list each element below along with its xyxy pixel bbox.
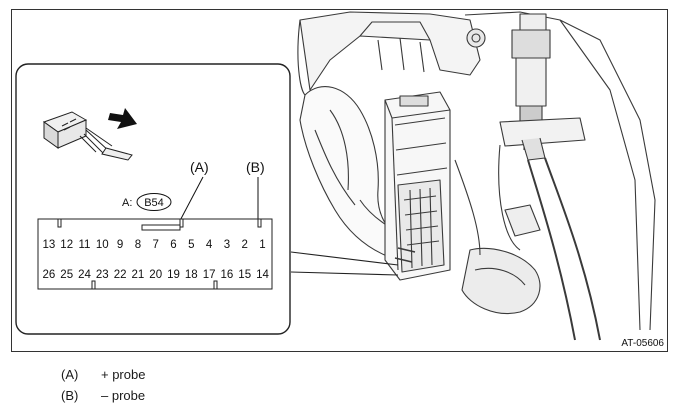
top-pin-label: 10 bbox=[96, 239, 109, 251]
top-pin-label: 13 bbox=[43, 239, 56, 251]
zoom-leader-lines bbox=[290, 251, 399, 276]
connector-code: B54 bbox=[144, 197, 164, 209]
vehicle-illustration bbox=[297, 11, 656, 341]
legend-key-a: (A) bbox=[61, 367, 79, 382]
figure-frame bbox=[11, 9, 668, 352]
top-pin-label: 12 bbox=[60, 239, 73, 251]
bottom-pin-label: 21 bbox=[132, 269, 145, 281]
connector-code-oval bbox=[136, 193, 172, 211]
bottom-pin-label: 25 bbox=[60, 269, 73, 281]
connector-face bbox=[37, 218, 273, 290]
bottom-pin-label: 24 bbox=[78, 269, 91, 281]
legend-key-b: (B) bbox=[61, 388, 79, 403]
insert-arrow-icon bbox=[108, 108, 137, 129]
bottom-pin-label: 17 bbox=[203, 269, 216, 281]
top-pin-label: 3 bbox=[224, 239, 230, 251]
callout-b-label: (B) bbox=[246, 159, 265, 175]
bottom-pin-label: 18 bbox=[185, 269, 198, 281]
bottom-pin-label: 15 bbox=[238, 269, 251, 281]
legend-item-a: (A) + probe bbox=[61, 367, 145, 382]
top-pin-label: 4 bbox=[206, 239, 213, 251]
callout-a-label: (A) bbox=[190, 159, 209, 175]
top-pin-label: 2 bbox=[241, 239, 247, 251]
bottom-pin-label: 19 bbox=[167, 269, 180, 281]
legend-text-b: – probe bbox=[101, 388, 146, 403]
top-pin-label: 9 bbox=[117, 239, 123, 251]
legend-item-b: (B) – probe bbox=[61, 388, 145, 403]
bottom-pin-label: 22 bbox=[114, 269, 127, 281]
connector-icon bbox=[42, 111, 133, 161]
pin-row-bottom: 26 25 24 23 22 21 20 19 18 17 16 15 14 bbox=[43, 269, 270, 281]
top-pin-label: 8 bbox=[135, 239, 141, 251]
bottom-pin-label: 14 bbox=[256, 269, 269, 281]
top-pin-label: 1 bbox=[259, 239, 265, 251]
top-pin-label: 5 bbox=[188, 239, 194, 251]
bottom-pin-label: 16 bbox=[221, 269, 234, 281]
connector-label-prefix: A: bbox=[122, 197, 132, 209]
bottom-pin-label: 26 bbox=[43, 269, 56, 281]
top-pin-label: 7 bbox=[152, 239, 158, 251]
top-pin-label: 11 bbox=[79, 239, 91, 251]
bottom-pin-label: 20 bbox=[149, 269, 162, 281]
top-pin-label: 6 bbox=[170, 239, 176, 251]
legend-text-a: + probe bbox=[101, 367, 146, 382]
bottom-pin-label: 23 bbox=[96, 269, 109, 281]
figure-id: AT-05606 bbox=[621, 338, 664, 349]
